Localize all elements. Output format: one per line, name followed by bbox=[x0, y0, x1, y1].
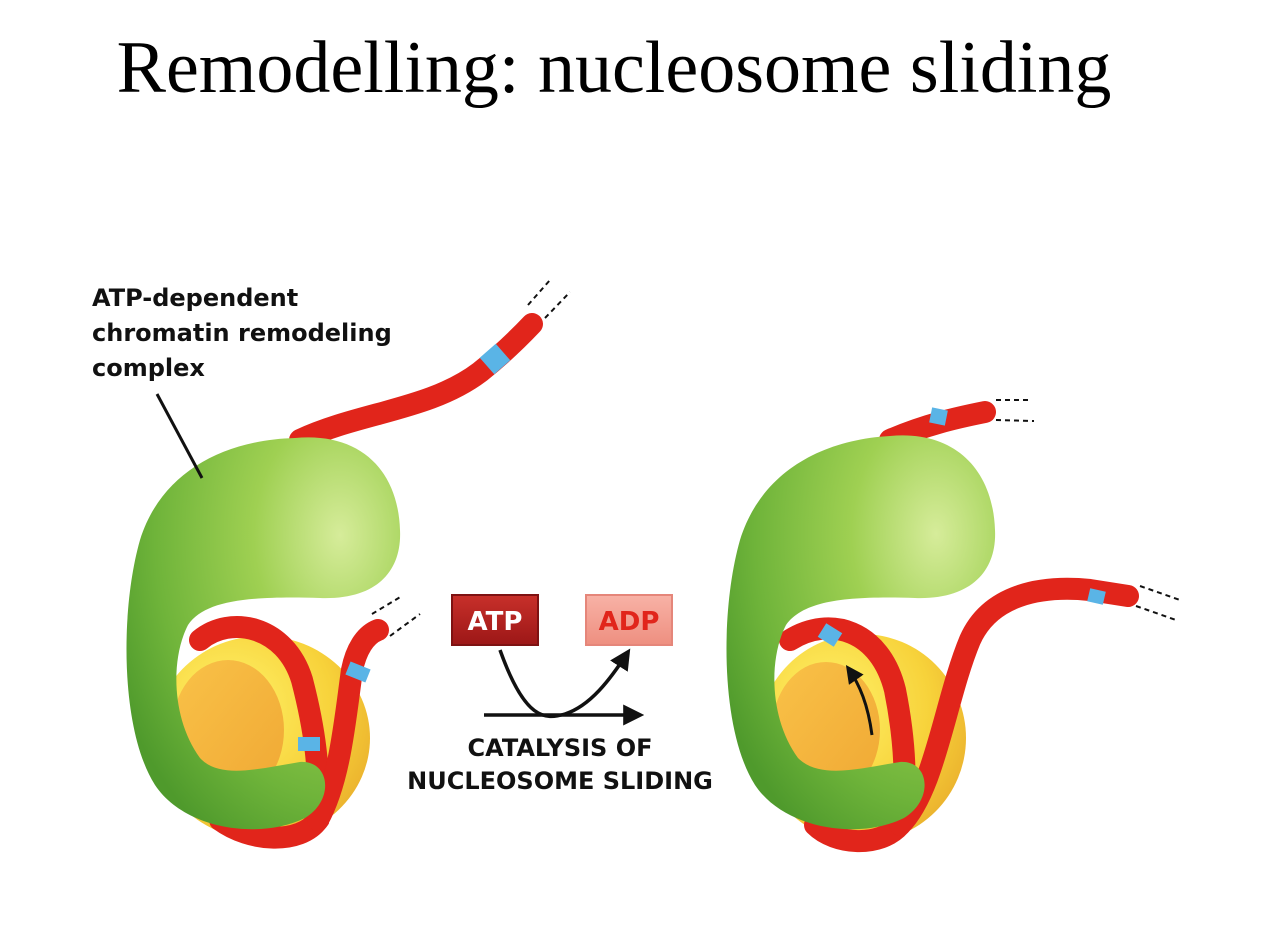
dna-wrap bbox=[779, 617, 916, 853]
atp-label: ATP bbox=[468, 607, 523, 637]
dna-strand-long bbox=[889, 577, 1139, 836]
dna-marker-blue bbox=[479, 343, 511, 375]
atp-box bbox=[451, 594, 539, 646]
after-sliding-panel bbox=[726, 399, 1181, 853]
slide-title: Remodelling: nucleosome sliding bbox=[116, 27, 1112, 109]
complex-label-line3: complex bbox=[92, 354, 205, 382]
dna-dashed-end bbox=[995, 399, 1035, 422]
reaction-label-line2: NUCLEOSOME SLIDING bbox=[407, 767, 713, 795]
before-sliding-panel bbox=[126, 279, 571, 849]
dna-marker-blue bbox=[345, 661, 371, 683]
adp-label: ADP bbox=[599, 607, 660, 637]
reaction-curve-arrow bbox=[498, 648, 631, 719]
dna-strand bbox=[289, 313, 543, 451]
remodeling-complex bbox=[726, 435, 996, 830]
remodeling-complex bbox=[126, 437, 401, 830]
complex-label-line2: chromatin remodeling bbox=[92, 319, 392, 347]
dna-marker-blue bbox=[817, 623, 843, 647]
label-leader-line bbox=[155, 393, 204, 479]
dna-marker-blue bbox=[929, 407, 948, 426]
atp-hydrolysis-reaction: ATP ADP CATALYSIS OF NUCLEOSOME SLIDING bbox=[407, 594, 713, 795]
adp-box bbox=[585, 594, 673, 646]
dna-wrap-outer bbox=[307, 619, 389, 831]
dna-dashed-end bbox=[1135, 585, 1181, 621]
dna-dashed-end bbox=[371, 595, 421, 637]
reaction-label-line1: CATALYSIS OF bbox=[468, 734, 653, 762]
sliding-direction-arrow bbox=[845, 665, 874, 736]
dna-marker-blue bbox=[1087, 588, 1106, 605]
dna-dashed-end bbox=[527, 279, 571, 319]
complex-label-line1: ATP-dependent bbox=[92, 284, 298, 312]
